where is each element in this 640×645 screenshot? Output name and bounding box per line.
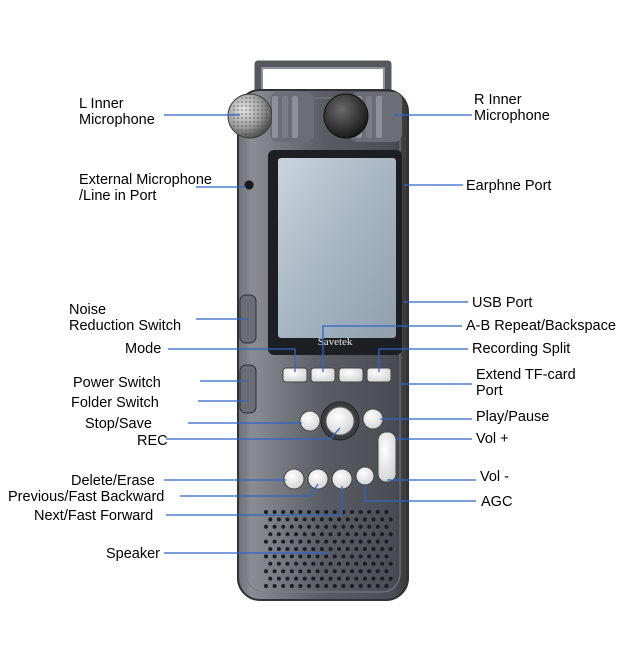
stop-button (299, 410, 321, 432)
callout-recording-split (378, 348, 468, 372)
delete-button (283, 468, 305, 490)
callout-rec (166, 427, 341, 440)
label-mode: Mode (125, 341, 162, 357)
callout-ab-repeat (322, 325, 462, 372)
label-r-inner-mic: R Inner Microphone (474, 92, 550, 124)
label-play-pause: Play/Pause (476, 409, 550, 425)
power-switch (239, 364, 257, 414)
label-agc: AGC (481, 494, 513, 510)
rec-button (325, 406, 355, 436)
label-extend-tf: Extend TF-card Port (476, 367, 576, 399)
menu-button (338, 367, 364, 383)
label-speaker: Speaker (106, 546, 161, 562)
volume-rocker (377, 431, 397, 483)
label-stop-save: Stop/Save (85, 416, 152, 432)
label-prev-fast-back: Previous/Fast Backward (8, 489, 165, 505)
label-noise-switch: Noise Reduction Switch (69, 302, 182, 334)
label-delete-erase: Delete/Erase (71, 473, 155, 489)
callout-next-fast-fwd (166, 486, 343, 516)
label-earphone-port: Earphne Port (466, 178, 552, 194)
label-vol-minus: Vol - (480, 469, 510, 485)
speaker-grille (264, 510, 393, 588)
label-rec: REC (137, 433, 168, 449)
label-power-switch: Power Switch (73, 375, 161, 391)
callout-mode (168, 348, 296, 372)
callout-lines (164, 114, 476, 554)
label-vol-plus: Vol + (476, 431, 509, 447)
label-ext-mic: External Microphone /Line in Port (79, 172, 212, 204)
label-next-fast-fwd: Next/Fast Forward (34, 508, 154, 524)
label-l-inner-mic: L Inner Microphone (79, 96, 155, 128)
right-microphone (323, 92, 402, 142)
label-folder-switch: Folder Switch (71, 395, 159, 411)
lcd-screen (278, 158, 396, 338)
brand-logo: Savetek (318, 336, 353, 348)
label-recording-split: Recording Split (472, 341, 571, 357)
left-microphone (227, 92, 314, 142)
callout-agc (364, 484, 476, 502)
label-ab-repeat: A-B Repeat/Backspace (466, 318, 616, 334)
label-usb-port: USB Port (472, 295, 533, 311)
ext-mic-port (243, 179, 255, 191)
prev-button (307, 468, 329, 490)
agc-button (355, 466, 375, 486)
lanyard-loop (254, 60, 392, 94)
callout-prev-fast-back (180, 483, 319, 497)
